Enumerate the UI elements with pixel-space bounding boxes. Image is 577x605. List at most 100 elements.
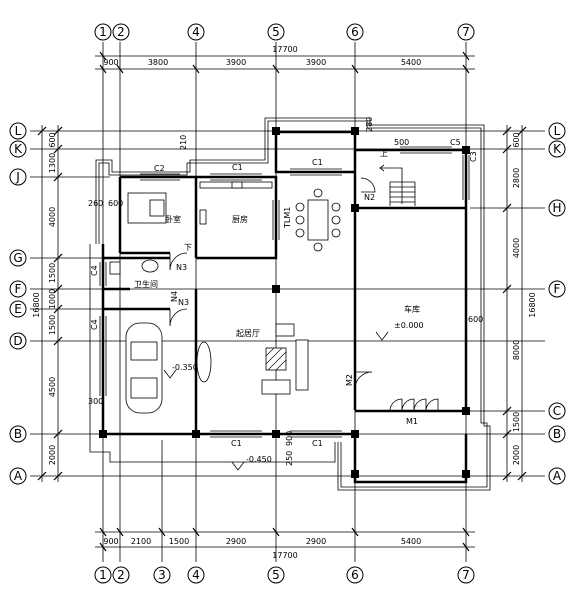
- dim-top-1: 900: [103, 58, 118, 67]
- dim-280-top: 280: [365, 117, 374, 132]
- level-garage: -0.350: [172, 363, 198, 372]
- dim-bottom-total: 17700: [272, 551, 297, 560]
- dim-right-6: 2000: [512, 445, 521, 465]
- dim-210-top: 210: [179, 135, 188, 150]
- axis-bottom-1: 1: [99, 568, 107, 582]
- room-garage: 车库: [404, 304, 420, 314]
- dim-900-south: 900: [285, 431, 294, 446]
- axis-right-H: H: [552, 201, 561, 215]
- dim-500-top: 500: [394, 138, 409, 147]
- axis-left-D: D: [13, 334, 22, 348]
- dim-left-7: 4500: [48, 377, 57, 397]
- axis-grid: [30, 42, 545, 562]
- axis-bubble-labels: 1 2 4 5 6 7 1 2 3 4 5 6 7 L K J G F E D …: [13, 25, 562, 582]
- label-m1: M1: [406, 417, 418, 426]
- dim-right-2: 2800: [512, 168, 521, 188]
- label-c1-dining: C1: [312, 158, 323, 167]
- axis-left-B: B: [14, 427, 22, 441]
- label-c4-upper: C4: [90, 265, 99, 276]
- label-up: 上: [380, 149, 388, 158]
- bath-fixture: [109, 261, 121, 275]
- coffee-table-hatch: [265, 347, 287, 371]
- dim-left-total: 16800: [32, 292, 41, 317]
- dim-right-3: 4000: [512, 238, 521, 258]
- room-hall: 起居厅: [236, 329, 260, 338]
- label-dn: 下: [184, 243, 192, 252]
- axis-left-F: F: [15, 282, 22, 296]
- dim-300-left: 300: [88, 397, 103, 406]
- dim-top-5: 5400: [401, 58, 421, 67]
- room-kitchen: 厨房: [232, 214, 248, 224]
- dim-top-2: 3800: [148, 58, 168, 67]
- dim-left-4: 1500: [48, 263, 57, 283]
- axis-top-6: 6: [351, 25, 359, 39]
- dimension-lines: [41, 55, 523, 548]
- dim-left-1: 600: [48, 132, 57, 147]
- dimension-text: 17700 900 3800 3900 3900 5400 900 2100 1…: [32, 45, 537, 560]
- level-marks: [163, 331, 389, 471]
- dim-right-1: 600: [512, 132, 521, 147]
- axis-bottom-2: 2: [117, 568, 125, 582]
- dim-600-left: 600: [108, 199, 123, 208]
- level-outdoor: -0.450: [246, 455, 272, 464]
- axis-right-F: F: [554, 282, 561, 296]
- level-0: ±0.000: [394, 321, 424, 330]
- car: [125, 322, 163, 414]
- axis-bottom-7: 7: [462, 568, 470, 582]
- dim-right-total: 16800: [528, 292, 537, 317]
- label-c1-south-a: C1: [231, 439, 242, 448]
- dim-600-right: 600: [468, 315, 483, 324]
- label-c2: C2: [154, 164, 165, 173]
- axis-right-B: B: [553, 427, 561, 441]
- axis-bottom-3: 3: [158, 568, 166, 582]
- dim-bottom-4: 2900: [226, 537, 246, 546]
- label-c1-south-b: C1: [312, 439, 323, 448]
- axis-bottom-5: 5: [272, 568, 280, 582]
- label-c5: C5: [450, 138, 461, 147]
- coffee-table: [265, 347, 287, 371]
- axis-bottom-4: 4: [192, 568, 200, 582]
- axis-left-E: E: [14, 302, 22, 316]
- axis-top-5: 5: [272, 25, 280, 39]
- windows: [99, 146, 470, 438]
- dim-260-left: 260: [88, 199, 103, 208]
- dim-top-4: 3900: [306, 58, 326, 67]
- sofa: [295, 339, 309, 391]
- room-bedroom: 卧室: [165, 214, 181, 224]
- dim-left-3: 4000: [48, 207, 57, 227]
- annotations: 卧室 厨房 卫生间 起居厅 车库 C2 C1 C1 C5 C3 C4 C4 C1…: [88, 117, 483, 466]
- dining-table: [307, 199, 329, 241]
- dimension-ticks: [37, 51, 527, 552]
- axis-right-A: A: [553, 469, 562, 483]
- label-n3-bedroom: N3: [176, 263, 187, 272]
- dim-top-3: 3900: [226, 58, 246, 67]
- label-c3: C3: [469, 151, 478, 162]
- dim-left-6: 1500: [48, 315, 57, 335]
- axis-bubbles: [9, 23, 566, 584]
- axis-left-J: J: [15, 170, 20, 184]
- axis-top-7: 7: [462, 25, 470, 39]
- axis-right-K: K: [553, 142, 562, 156]
- stair: [379, 164, 416, 206]
- room-bathroom: 卫生间: [134, 279, 158, 289]
- dim-top-total: 17700: [272, 45, 297, 54]
- columns: [99, 127, 470, 478]
- label-n3-bath: N3: [178, 298, 189, 307]
- dim-bottom-1: 900: [103, 537, 118, 546]
- dim-bottom-5: 2900: [306, 537, 326, 546]
- dim-left-5: 1000: [48, 289, 57, 309]
- label-n4: N4: [170, 291, 179, 302]
- axis-left-A: A: [14, 469, 23, 483]
- dim-left-8: 2000: [48, 445, 57, 465]
- axis-left-G: G: [13, 251, 22, 265]
- dim-bottom-2: 2100: [131, 537, 151, 546]
- axis-right-L: L: [554, 124, 561, 138]
- label-c1-kitchen: C1: [232, 163, 243, 172]
- dim-left-2: 1300: [48, 153, 57, 173]
- dim-right-5: 1500: [512, 412, 521, 432]
- axis-top-2: 2: [117, 25, 125, 39]
- dim-bottom-3: 1500: [169, 537, 189, 546]
- label-n2: N2: [364, 193, 375, 202]
- eave-outline: [89, 117, 491, 491]
- axis-left-K: K: [14, 142, 23, 156]
